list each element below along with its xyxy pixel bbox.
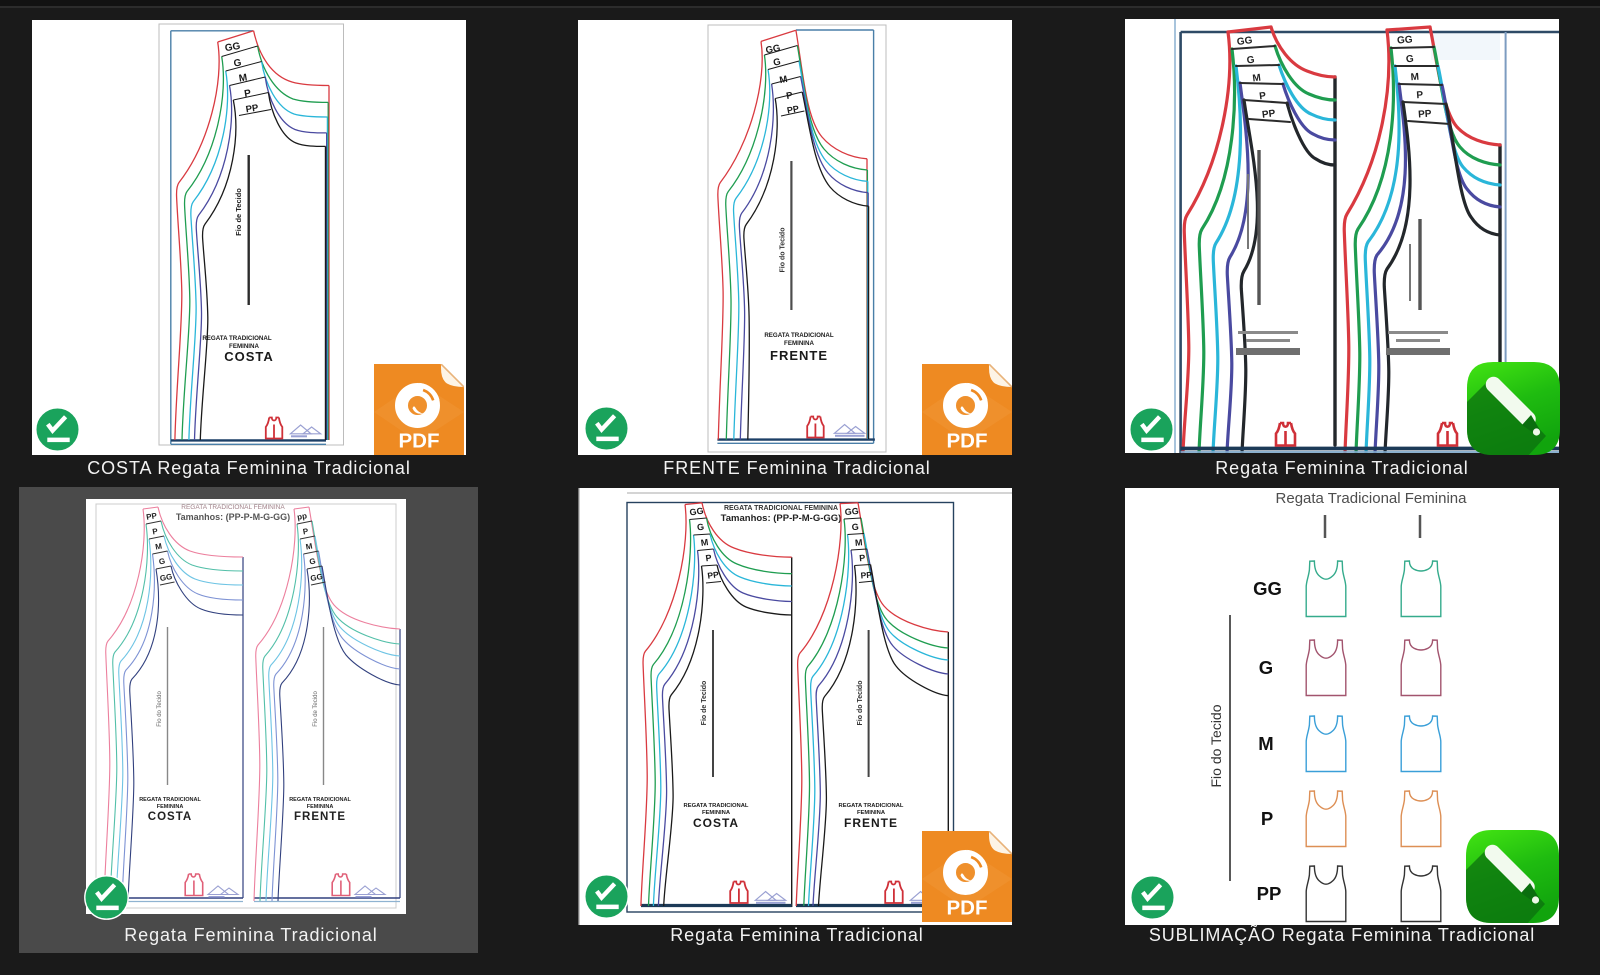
svg-text:M: M <box>154 541 162 551</box>
svg-text:FEMININA: FEMININA <box>157 804 184 810</box>
svg-text:P: P <box>785 90 794 102</box>
svg-text:M: M <box>855 537 863 548</box>
svg-text:COSTA: COSTA <box>693 816 739 830</box>
svg-text:G: G <box>772 56 781 68</box>
svg-text:REGATA TRADICIONAL FEMININA: REGATA TRADICIONAL FEMININA <box>724 505 838 512</box>
svg-text:GG: GG <box>1236 35 1253 48</box>
svg-text:PP: PP <box>1261 108 1276 121</box>
svg-text:PP: PP <box>245 103 260 116</box>
svg-text:PP: PP <box>1418 109 1432 121</box>
svg-text:P: P <box>302 527 309 537</box>
svg-text:FEMININA: FEMININA <box>857 810 886 816</box>
svg-text:COSTA: COSTA <box>148 811 192 823</box>
svg-text:G: G <box>1259 657 1273 678</box>
svg-text:M: M <box>1410 72 1419 84</box>
svg-text:FRENTE: FRENTE <box>294 811 346 823</box>
svg-text:M: M <box>779 74 789 86</box>
svg-text:Regata Tradicional Feminina: Regata Tradicional Feminina <box>1276 490 1468 507</box>
svg-text:pp: pp <box>296 511 307 522</box>
svg-text:FRENTE: FRENTE <box>770 348 828 363</box>
svg-text:Fio de Tecido: Fio de Tecido <box>701 681 708 726</box>
svg-text:REGATA TRADICIONAL: REGATA TRADICIONAL <box>139 797 201 803</box>
svg-text:M: M <box>700 537 709 548</box>
svg-text:PP: PP <box>860 570 872 581</box>
svg-text:P: P <box>1416 90 1424 101</box>
svg-text:G: G <box>233 57 243 69</box>
svg-text:Fio do Tecido: Fio do Tecido <box>857 681 864 726</box>
svg-text:REGATA TRADICIONAL: REGATA TRADICIONAL <box>289 797 351 803</box>
svg-text:M: M <box>238 72 248 84</box>
svg-text:GG: GG <box>765 43 782 57</box>
svg-text:REGATA TRADICIONAL FEMININA: REGATA TRADICIONAL FEMININA <box>181 504 285 511</box>
svg-text:GG: GG <box>1253 578 1282 599</box>
svg-text:FEMININA: FEMININA <box>702 810 731 816</box>
svg-text:Tamanhos: (PP-P-M-G-GG): Tamanhos: (PP-P-M-G-GG) <box>721 513 842 524</box>
svg-text:FEMININA: FEMININA <box>229 343 259 350</box>
svg-text:G: G <box>1406 54 1415 66</box>
svg-text:Fio do Tecido: Fio do Tecido <box>157 691 163 727</box>
svg-text:REGATA TRADICIONAL: REGATA TRADICIONAL <box>839 803 904 809</box>
svg-text:G: G <box>158 557 166 567</box>
svg-text:FRENTE: FRENTE <box>844 816 898 830</box>
svg-text:FEMININA: FEMININA <box>307 804 334 810</box>
svg-text:PP: PP <box>1257 883 1282 904</box>
svg-text:M: M <box>1252 73 1262 85</box>
svg-text:G: G <box>696 522 704 533</box>
svg-text:REGATA TRADICIONAL: REGATA TRADICIONAL <box>202 335 272 342</box>
svg-text:Fio do Tecido: Fio do Tecido <box>1208 704 1224 787</box>
svg-text:REGATA TRADICIONAL: REGATA TRADICIONAL <box>764 332 834 339</box>
svg-text:GG: GG <box>844 506 859 517</box>
svg-text:GG: GG <box>159 572 173 583</box>
svg-text:P: P <box>1261 808 1273 829</box>
svg-text:FEMININA: FEMININA <box>784 340 814 347</box>
svg-text:P: P <box>243 88 252 100</box>
svg-text:REGATA TRADICIONAL: REGATA TRADICIONAL <box>684 803 749 809</box>
svg-text:P: P <box>705 553 712 564</box>
svg-text:PP: PP <box>786 104 800 116</box>
svg-text:GG: GG <box>689 506 704 518</box>
svg-text:G: G <box>1246 55 1255 67</box>
svg-text:PP: PP <box>146 511 159 522</box>
svg-text:GG: GG <box>224 41 241 54</box>
svg-text:Tamanhos: (PP-P-M-G-GG): Tamanhos: (PP-P-M-G-GG) <box>176 512 290 522</box>
svg-text:M: M <box>1258 733 1273 754</box>
svg-text:COSTA: COSTA <box>224 349 274 364</box>
svg-text:GG: GG <box>310 572 324 583</box>
svg-text:PP: PP <box>707 569 720 581</box>
svg-text:P: P <box>152 527 159 537</box>
svg-text:Fio de Tecido: Fio de Tecido <box>234 188 243 236</box>
svg-text:M: M <box>305 541 313 551</box>
svg-text:Fio do Tecido: Fio do Tecido <box>780 228 787 273</box>
svg-text:G: G <box>309 557 317 567</box>
svg-text:GG: GG <box>1397 34 1414 46</box>
svg-text:P: P <box>859 553 866 563</box>
svg-text:Fio de Tecido: Fio de Tecido <box>313 691 319 727</box>
svg-text:G: G <box>851 522 859 533</box>
svg-text:P: P <box>1259 91 1267 103</box>
